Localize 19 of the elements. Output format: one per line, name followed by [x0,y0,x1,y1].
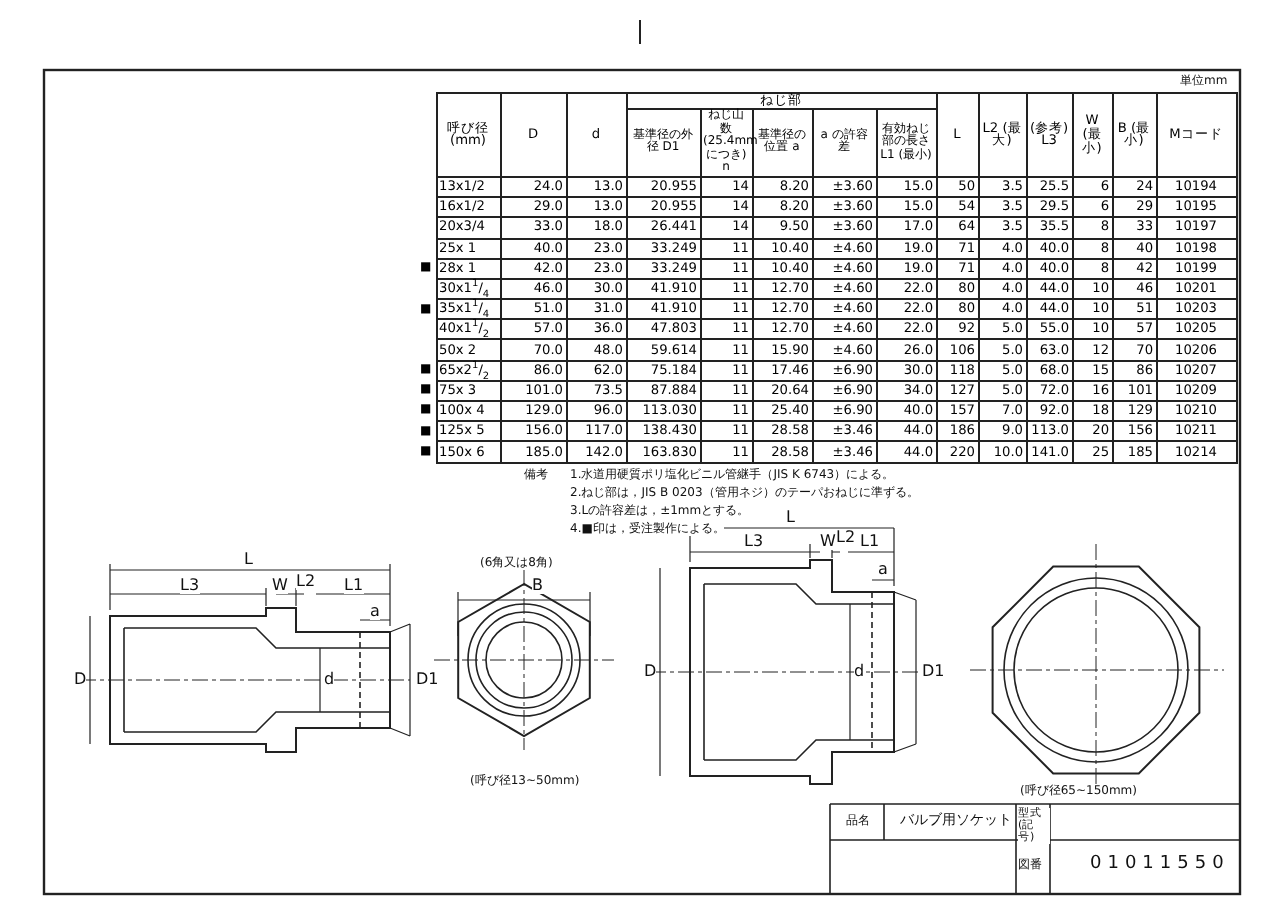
dimension-label: L [786,510,795,526]
dimension-label: D [644,664,657,680]
dimension-label: L3 [744,534,764,550]
dimension-label: L1 [860,534,880,550]
dimension-label: D1 [922,664,945,680]
dimension-label: L2 [296,574,316,590]
dimension-label: d [854,664,865,680]
dimension-label: L3 [180,578,200,594]
dimension-label: B [532,578,543,594]
dimension-label: D [74,672,87,688]
dimension-label: d [324,672,335,688]
dimension-label: W [820,534,836,550]
dimension-label: W [272,578,288,594]
dimension-label: L [244,552,253,568]
dimension-label: a [878,562,888,578]
dimension-label: a [370,604,380,620]
dimension-label: L1 [344,578,364,594]
dimension-label: L2 [836,530,856,546]
dimension-label: D1 [416,672,439,688]
